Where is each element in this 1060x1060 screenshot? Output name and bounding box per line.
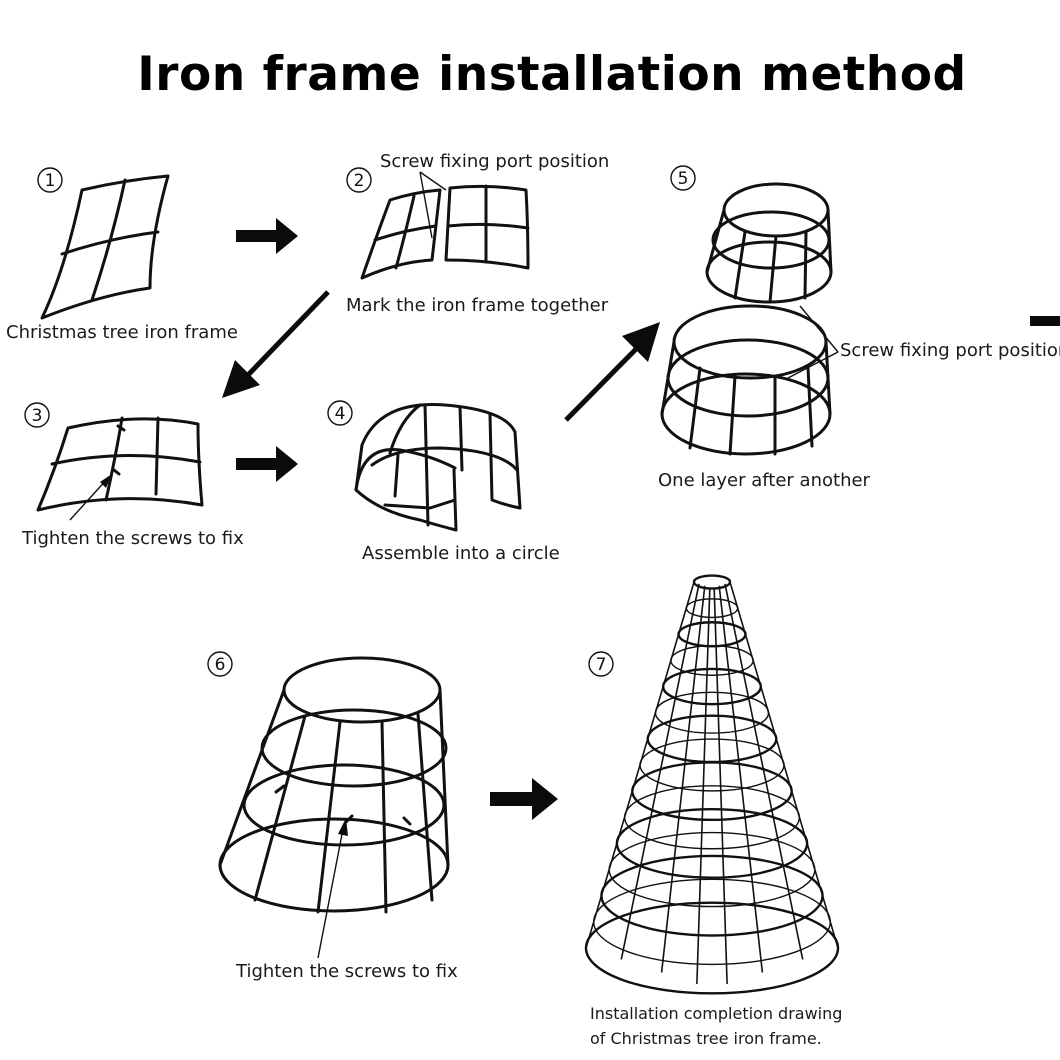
step-7-number: 7 [596, 655, 607, 675]
step-3-leader-tip [100, 474, 112, 488]
cone-spoke [713, 587, 728, 984]
step-4-number: 4 [335, 404, 346, 424]
cone-spoke [724, 583, 804, 960]
step-5-upper-ring [705, 182, 833, 304]
arrow-right-icon [490, 778, 558, 820]
step-4: 4 Assemble into a circle [327, 400, 560, 564]
step-2-callout: Screw fixing port position [380, 151, 609, 172]
cone-ring [692, 574, 732, 590]
step-6-leader-tip [338, 818, 348, 836]
step-1-flat-frame [40, 174, 170, 320]
step-2-label: Mark the iron frame together [346, 295, 609, 316]
step-3-number: 3 [32, 406, 43, 426]
step-6: 6 Tighten the screws to fix [207, 651, 458, 982]
step-5-callout-leader [787, 305, 839, 379]
step-5-callout: Screw fixing port position [840, 340, 1060, 361]
cone-spoke [718, 585, 764, 973]
step-2-panel-left [360, 188, 442, 280]
page-title: Iron frame installation method [137, 47, 966, 102]
step-2: 2 Screw fixing port position Mark the ir… [346, 151, 609, 316]
cone-spoke [696, 587, 711, 984]
cone-spoke [660, 585, 706, 973]
step-3: 3 Tighten the screws to fix [21, 402, 244, 549]
step-6-label: Tighten the screws to fix [235, 961, 458, 982]
step-4-label: Assemble into a circle [362, 543, 560, 564]
step-5: 5 Screw fixing port position One layer a… [658, 165, 1060, 491]
cone-spoke [585, 581, 695, 949]
step-5-number: 5 [678, 169, 689, 189]
step-7-label-line-1: Installation completion drawing [590, 1004, 842, 1023]
step-7-label-line-2: of Christmas tree iron frame. [590, 1029, 822, 1048]
step-5-lower-ring [660, 304, 832, 456]
step-2-number-circle [346, 167, 372, 193]
step-5-number-circle [670, 165, 696, 191]
arrow-up-right-icon [564, 322, 660, 422]
step-3-label: Tighten the screws to fix [21, 528, 244, 549]
step-1: 1 Christmas tree iron frame [6, 167, 238, 343]
cone-spoke [620, 583, 700, 960]
step-3-number-circle [24, 402, 50, 428]
step-5-label: One layer after another [658, 470, 871, 491]
step-4-open-circle [354, 403, 522, 532]
step-4-number-circle [327, 400, 353, 426]
arrow-right-icon [236, 218, 298, 254]
arrow-right-icon [1030, 316, 1060, 326]
step-6-number-circle [207, 651, 233, 677]
step-1-number: 1 [45, 171, 56, 191]
arrow-right-icon [236, 446, 298, 482]
step-7-number-circle [588, 651, 614, 677]
step-7-completed-cone [584, 574, 840, 995]
step-1-label: Christmas tree iron frame [6, 322, 238, 343]
arrow-down-left-icon [222, 290, 330, 398]
step-7: 7 Installation completion drawing of Chr… [584, 574, 842, 1048]
step-3-joined-frame [36, 416, 204, 512]
cone-spoke [729, 581, 839, 949]
step-2-panel-right [444, 184, 530, 270]
step-1-number-circle [37, 167, 63, 193]
step-2-number: 2 [354, 171, 365, 191]
step-3-leader [69, 477, 109, 521]
step-6-number: 6 [215, 655, 226, 675]
step-6-stacked-rings [218, 656, 450, 914]
step-6-leader [317, 823, 345, 959]
